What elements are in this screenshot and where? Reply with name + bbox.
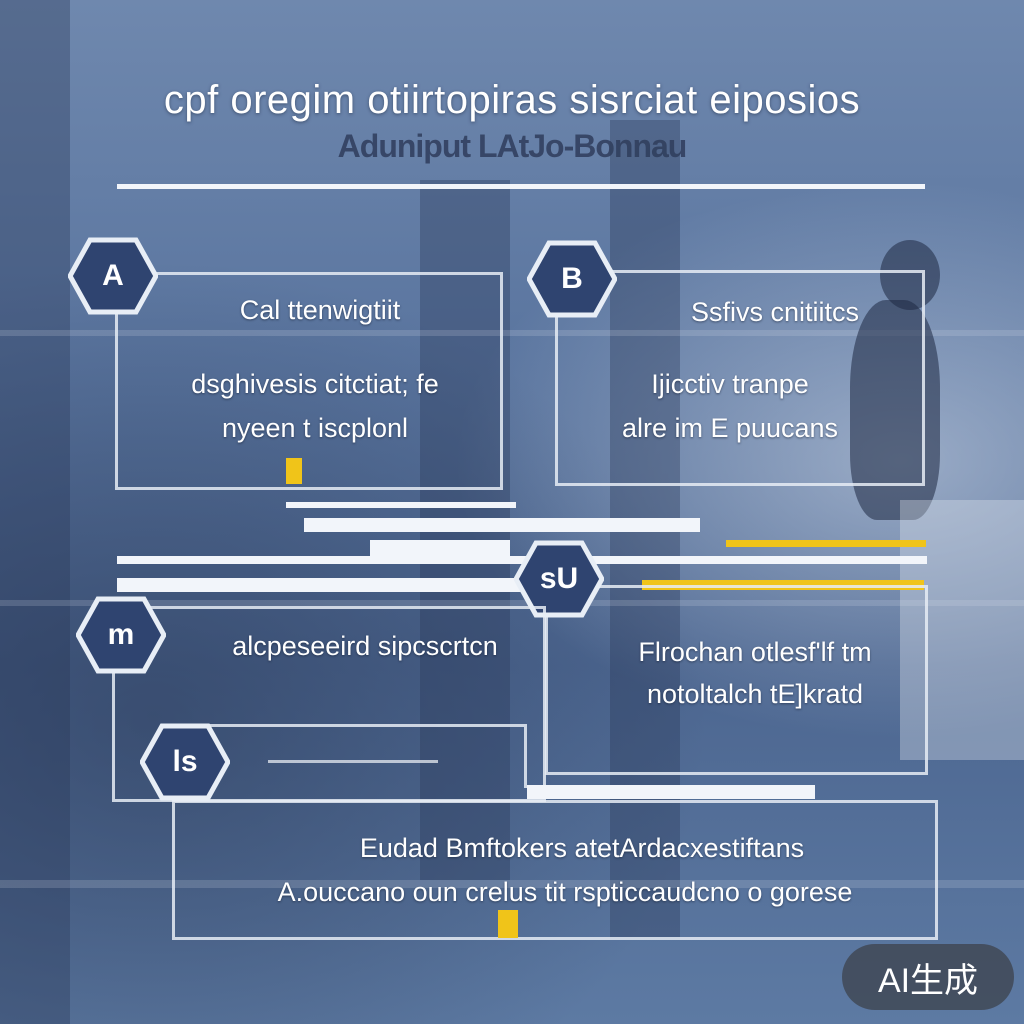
card-a-line-1: dsghivesis citctiat; fe: [191, 369, 439, 399]
card-a-heading: Cal ttenwigtiit: [239, 295, 401, 325]
card-a-marker-label: A: [102, 259, 124, 292]
page-title: cpf oregim otiirtopiras sisrciat eiposio…: [163, 78, 861, 122]
connector-bar-5: [117, 578, 537, 592]
card-ls-line-2: A.ouccano oun crelus tit rspticcaudcno o…: [277, 877, 853, 907]
card-ls-marker-label: ls: [172, 745, 198, 778]
connector-bar-4: [117, 556, 927, 564]
card-ls-hex-marker: ls: [140, 723, 230, 801]
card-su-line-2: notoltalch tE]kratd: [646, 679, 864, 709]
card-ls-line-1: Eudad Bmftokers atetArdacxestiftans: [359, 833, 805, 863]
card-m-marker-label: m: [107, 618, 135, 651]
card-b-heading: Ssfivs cnitiitcs: [690, 297, 860, 327]
card-ls-body-frame: [172, 800, 938, 940]
title-divider: [117, 184, 925, 189]
connector-bar-2: [304, 518, 700, 532]
connector-yellow-1: [726, 540, 926, 547]
card-su-frame: [545, 585, 928, 775]
card-su-marker-label: sU: [539, 562, 579, 595]
card-ls-top-bar: [527, 785, 815, 799]
card-b-line-1: Ijicctiv tranpe: [651, 369, 809, 399]
card-m-hex-marker: m: [76, 596, 166, 674]
card-a-accent: [286, 458, 302, 484]
card-a-line-2: nyeen t iscplonl: [221, 413, 409, 443]
card-ls-accent: [498, 910, 518, 938]
card-m-line-1: alcpeseeird sipcscrtcn: [232, 631, 498, 661]
card-b-frame: [555, 270, 925, 486]
connector-bar-3: [370, 540, 510, 556]
card-ls-dash-line: [268, 760, 438, 763]
page-subtitle: Aduniput LAtJo-Bonnau: [337, 128, 688, 164]
card-b-marker-label: B: [561, 262, 583, 295]
card-b-line-2: alre im E puucans: [621, 413, 839, 443]
card-b-hex-marker: B: [527, 240, 617, 318]
connector-bar-1: [286, 502, 516, 508]
ai-generated-badge: AI生成: [842, 944, 1014, 1010]
card-su-hex-marker: sU: [514, 540, 604, 618]
card-su-line-1: Flrochan otlesf'lf tm: [638, 637, 872, 667]
card-a-hex-marker: A: [68, 237, 158, 315]
card-a-frame: [115, 272, 503, 490]
